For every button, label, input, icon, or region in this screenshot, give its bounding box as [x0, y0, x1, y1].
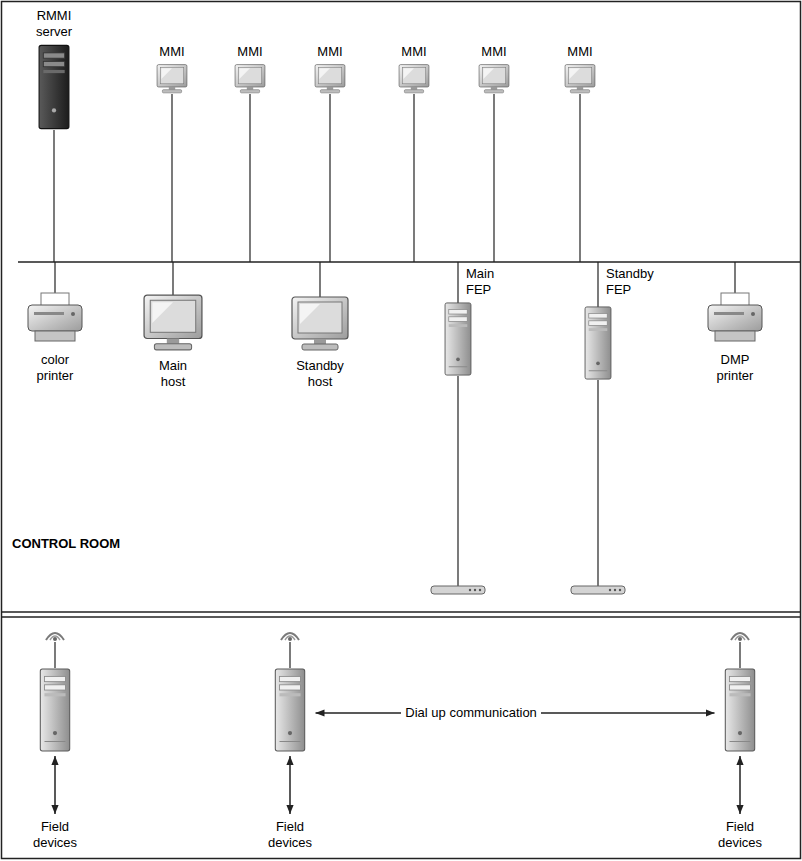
computer-node: Standby host [294, 358, 346, 390]
monitor-icon [399, 65, 429, 93]
separator-line [2, 611, 801, 613]
signal-arrow [739, 756, 741, 814]
region-box: RMMI serverMMI MMI MMI MMI MMI MMI color print… [0, 0, 802, 612]
tower-icon [40, 669, 69, 751]
drop-line [457, 262, 458, 303]
device-label: Field devices [268, 819, 312, 851]
print-unit-icon [708, 293, 762, 341]
drop-line [329, 94, 330, 262]
workstation-node: MMI [315, 44, 345, 60]
signal-arrow [54, 756, 56, 814]
drop-line [579, 94, 580, 262]
connector-label-box: Dial up communication [401, 705, 541, 721]
front-end-node: Main FEP [466, 266, 499, 298]
device-label: MMI [401, 44, 426, 60]
bus-line [18, 261, 800, 262]
device-label: MMI [317, 44, 342, 60]
device-label: color printer [37, 352, 74, 384]
device-label: DMP printer [717, 352, 754, 384]
antenna-line [739, 642, 740, 668]
device-label: MMI [237, 44, 262, 60]
drop-line [249, 94, 250, 262]
region-heading: CONTROL ROOM [12, 536, 802, 552]
device-label: RMMI server [36, 8, 72, 40]
monitor-icon [565, 65, 595, 93]
remote-station-node: Field devices [30, 625, 81, 851]
cabinet-icon [39, 45, 69, 128]
computer-node: Main host [157, 358, 190, 390]
print-unit-node: DMP printer [715, 352, 756, 384]
antenna-line [54, 642, 55, 668]
antenna-icon [46, 633, 64, 641]
drop-line [493, 94, 494, 262]
connector-label: Dial up communication [405, 705, 537, 721]
tower-icon [275, 669, 304, 751]
antenna-icon [731, 633, 749, 641]
modem-line [597, 380, 598, 586]
front-end-node: Standby FEP [606, 266, 658, 298]
device-label: Field devices [33, 819, 77, 851]
monitor-icon [292, 297, 348, 350]
device-label: Main host [159, 358, 187, 390]
device-label: MMI [481, 44, 506, 60]
drop-line [734, 262, 735, 293]
drop-line [171, 94, 172, 262]
drop-line [172, 262, 173, 295]
remote-station-node: Field devices [715, 625, 766, 851]
tower-icon [585, 307, 611, 379]
print-unit-node: color printer [35, 352, 76, 384]
device-label: MMI [159, 44, 184, 60]
remote-station-node: Field devices [265, 625, 316, 851]
device-label: Standby host [296, 358, 344, 390]
cabinet-node: RMMI server [34, 8, 75, 40]
signal-arrow [289, 756, 291, 814]
tower-icon [445, 303, 471, 375]
monitor-icon [315, 65, 345, 93]
monitor-icon [157, 65, 187, 93]
monitor-icon [235, 65, 265, 93]
monitor-icon [479, 65, 509, 93]
workstation-node: MMI [399, 44, 429, 60]
device-label: Field devices [718, 819, 762, 851]
workstation-node: MMI [565, 44, 595, 60]
modem-line [457, 376, 458, 586]
drop-line [54, 262, 55, 293]
device-label: Standby FEP [606, 266, 654, 298]
drop-line [53, 130, 54, 262]
tower-icon [725, 669, 754, 751]
modem-icon [571, 586, 625, 594]
print-unit-icon [28, 293, 82, 341]
device-label: MMI [567, 44, 592, 60]
workstation-node: MMI [157, 44, 187, 60]
device-label: Main FEP [466, 266, 494, 298]
modem-icon [431, 586, 485, 594]
separator-line [2, 616, 801, 618]
drop-line [597, 262, 598, 307]
monitor-icon [144, 295, 202, 350]
workstation-node: MMI [479, 44, 509, 60]
drop-line [319, 262, 320, 297]
antenna-icon [281, 633, 299, 641]
workstation-node: MMI [235, 44, 265, 60]
drop-line [413, 94, 414, 262]
antenna-line [289, 642, 290, 668]
